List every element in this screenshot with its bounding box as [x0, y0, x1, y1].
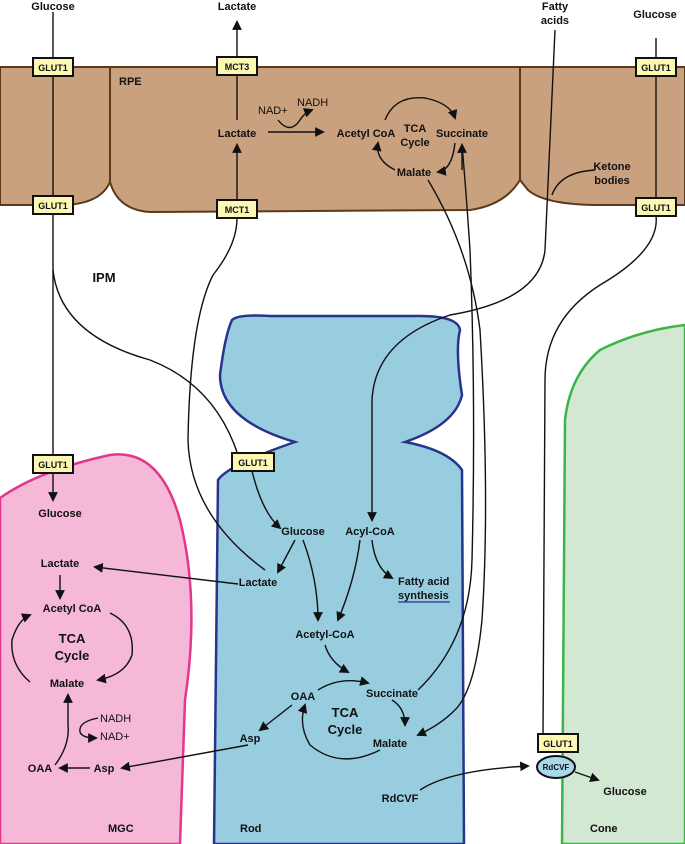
rod-acylcoa-to-fattyacid-arrow: [371, 539, 394, 579]
mgc-lactate-label: Lactate: [41, 558, 80, 570]
rpe-nadh-label: NADH: [297, 97, 328, 109]
glut1-rpe-apical-right: GLUT1: [635, 57, 677, 77]
rod-acylcoa-to-acetylcoa-arrow: [336, 539, 361, 622]
rod-lactate-to-mct1-line: [187, 217, 266, 571]
nadh-conversion-arrow: [277, 108, 314, 129]
rod-acetylcoa-to-succinate-arrow: [324, 644, 350, 673]
mct3-transporter: MCT3: [216, 56, 258, 76]
mgc-nadh-label: NADH: [100, 713, 131, 725]
svg-text:RdCVF: RdCVF: [543, 763, 570, 772]
rpe-tca-arrow-top: [384, 96, 458, 121]
rod-oaa-label: OAA: [291, 691, 316, 703]
svg-text:MCT1: MCT1: [225, 205, 250, 215]
svg-text:GLUT1: GLUT1: [238, 458, 268, 468]
glut1-cone: GLUT1: [537, 733, 579, 753]
cone-rdcvf-to-glucose-arrow: [574, 771, 600, 783]
mgc-nadh-arrow: [79, 717, 99, 743]
rod-lactate-to-mgc-arrow: [93, 563, 239, 585]
rpe-cell: [0, 66, 685, 214]
rod-tca-arrow-bottom: [297, 703, 381, 760]
rod-lactate-label: Lactate: [239, 577, 278, 589]
top-fatty-acids-label-2: acids: [541, 15, 569, 27]
rpe-malate-label: Malate: [397, 167, 431, 179]
mgc-acetyl-coa-label: Acetyl CoA: [43, 603, 102, 615]
mgc-tca-label-1: TCA: [59, 631, 86, 646]
rod-oaa-to-asp-arrow: [258, 704, 293, 732]
rpe-lactate-label: Lactate: [218, 128, 257, 140]
mgc-tca-arrow-right: [96, 612, 134, 684]
glut1-rpe-apical-left: GLUT1: [32, 57, 74, 77]
rod-succinate-label: Succinate: [366, 688, 418, 700]
rod-malate-incoming-arrow: [416, 709, 456, 737]
rod-cell: [212, 314, 466, 844]
svg-text:MCT3: MCT3: [225, 62, 250, 72]
rod-asp-to-mgc-arrow: [120, 744, 249, 772]
rod-tca-label-2: Cycle: [328, 722, 363, 737]
svg-text:GLUT1: GLUT1: [38, 460, 68, 470]
rod-fatty-acid-label-2: synthesis: [398, 590, 449, 602]
rod-tca-arrow-top: [317, 676, 370, 691]
glut1-rod: GLUT1: [231, 452, 275, 472]
rdcvf-receptor: RdCVF: [536, 755, 576, 779]
rod-glucose-to-lactate-arrow: [277, 539, 296, 574]
mgc-tca-label-2: Cycle: [55, 648, 90, 663]
rod-tca-label-1: TCA: [332, 705, 359, 720]
fatty-acids-line: [371, 29, 556, 401]
rpe-nad-label: NAD+: [258, 105, 288, 117]
cone-label: Cone: [590, 823, 618, 835]
rod-glucose-to-acetylcoa-arrow: [302, 539, 323, 622]
mgc-nad-label: NAD+: [100, 731, 130, 743]
svg-text:GLUT1: GLUT1: [543, 739, 573, 749]
mgc-asp-label: Asp: [94, 763, 115, 775]
ketone-label-2: bodies: [594, 175, 629, 187]
rod-label: Rod: [240, 823, 261, 835]
glucose-to-cone-line: [542, 215, 657, 736]
svg-text:GLUT1: GLUT1: [641, 63, 671, 73]
mgc-malate-label: Malate: [50, 678, 84, 690]
svg-text:GLUT1: GLUT1: [38, 201, 68, 211]
rod-acetyl-coa-label: Acetyl-CoA: [295, 629, 354, 641]
rod-asp-label: Asp: [240, 733, 261, 745]
rod-rdcvf-label: RdCVF: [382, 793, 419, 805]
top-lactate-label: Lactate: [218, 1, 257, 13]
cone-cell: [560, 323, 685, 844]
rpe-malate-to-rod-line: [427, 179, 487, 711]
rod-glucose-label: Glucose: [281, 526, 324, 538]
top-glucose-left-label: Glucose: [31, 1, 74, 13]
mgc-oaa-to-malate-arrow: [54, 693, 73, 766]
mgc-tca-arrow-left: [11, 613, 32, 683]
ipm-label: IPM: [92, 270, 115, 285]
rpe-tca-arrow-left: [371, 141, 396, 171]
top-glucose-right-label: Glucose: [633, 9, 676, 21]
mct1-transporter: MCT1: [216, 199, 258, 219]
ketone-line: [551, 169, 596, 196]
rpe-tca-arrow-right: [436, 142, 456, 176]
rpe-acetyl-coa-label: Acetyl CoA: [337, 128, 396, 140]
mgc-label: MGC: [108, 823, 134, 835]
rod-acyl-coa-label: Acyl-CoA: [345, 526, 395, 538]
mgc-glucose-label: Glucose: [38, 508, 81, 520]
top-fatty-acids-label-1: Fatty: [542, 1, 569, 13]
rpe-label: RPE: [119, 76, 142, 88]
rpe-succinate-label: Succinate: [436, 128, 488, 140]
rod-succinate-to-rpe-line: [417, 144, 475, 691]
glut1-rpe-basal-right: GLUT1: [635, 197, 677, 217]
mgc-cell: [0, 453, 193, 844]
glut1-mgc: GLUT1: [32, 454, 74, 474]
svg-text:GLUT1: GLUT1: [641, 203, 671, 213]
rdcvf-to-cone-arrow: [419, 761, 530, 791]
cone-glucose-label: Glucose: [603, 786, 646, 798]
glut1-rpe-basal-left: GLUT1: [32, 195, 74, 215]
rod-malate-label: Malate: [373, 738, 407, 750]
ketone-label-1: Ketone: [593, 161, 630, 173]
glucose-to-rod-glut-line: [52, 269, 239, 456]
rod-glut-to-glucose-arrow: [251, 470, 282, 530]
mgc-oaa-label: OAA: [28, 763, 53, 775]
rpe-tca-label-1: TCA: [404, 123, 427, 135]
rod-tca-arrow-right: [391, 699, 410, 727]
svg-text:GLUT1: GLUT1: [38, 63, 68, 73]
rpe-tca-label-2: Cycle: [400, 137, 429, 149]
rod-fatty-acid-label-1: Fatty acid: [398, 576, 449, 588]
